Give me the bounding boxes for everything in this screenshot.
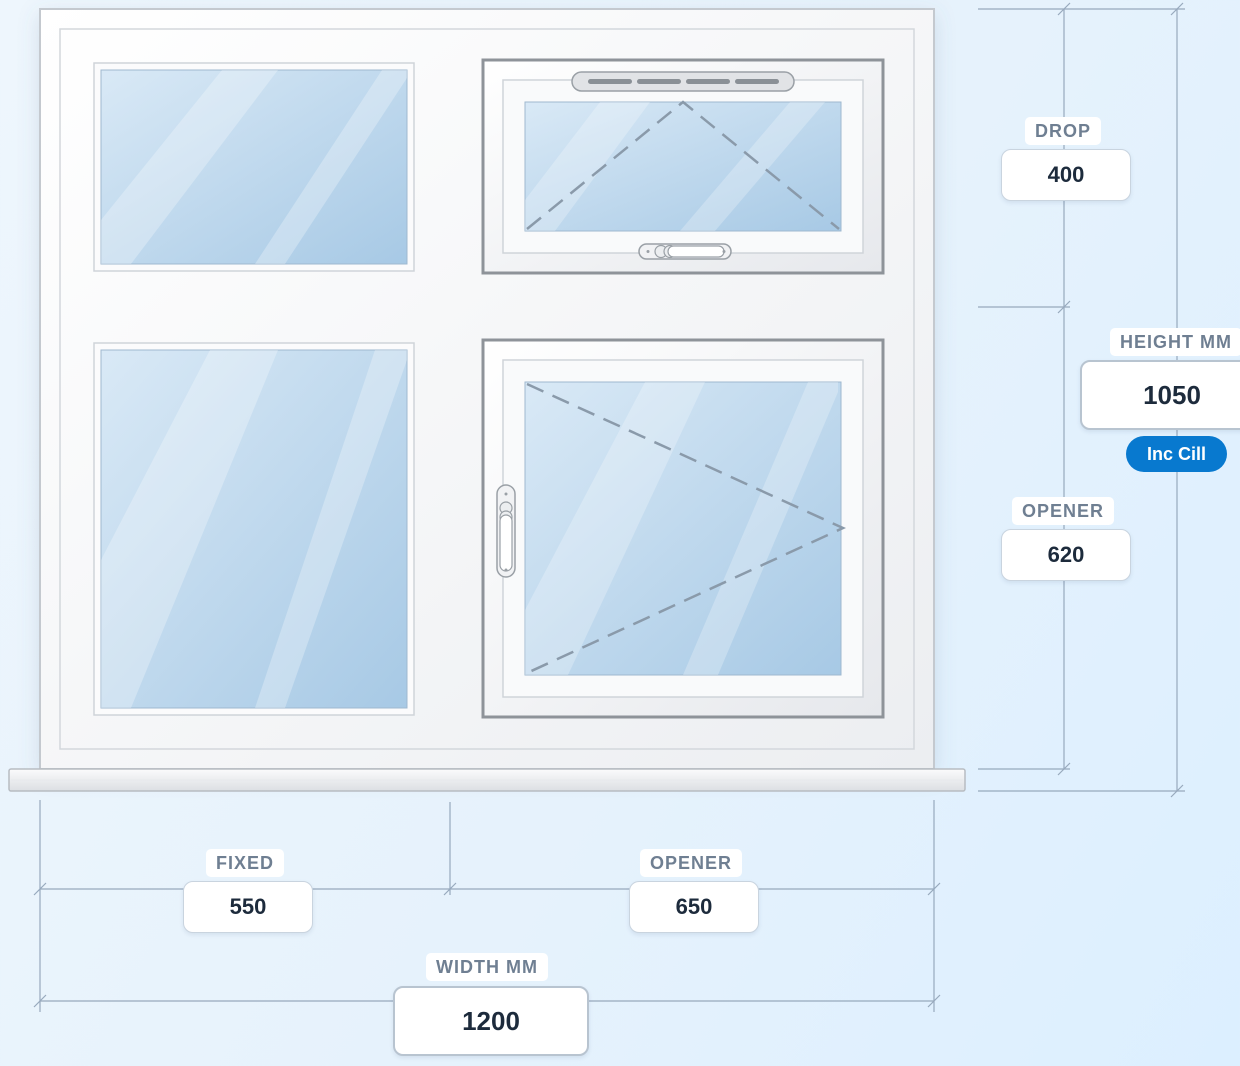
height-input[interactable]: [1080, 360, 1240, 430]
side-opener-handle: [496, 484, 516, 578]
inc-cill-badge[interactable]: Inc Cill: [1126, 436, 1227, 472]
bottom-section-label: OPENER: [1011, 497, 1115, 525]
window-cill: [8, 768, 966, 792]
bottom-opener-sash: [481, 338, 885, 719]
fixed-width-input[interactable]: [183, 881, 313, 933]
width-input[interactable]: [393, 986, 589, 1056]
drop-input[interactable]: [1001, 149, 1131, 201]
top-opener-handle: [638, 243, 732, 260]
opener-width-input[interactable]: [629, 881, 759, 933]
fixed-pane-bottom: [93, 342, 415, 716]
trickle-vent: [571, 71, 795, 92]
opener-width-label: OPENER: [639, 849, 743, 877]
bottom-section-input[interactable]: [1001, 529, 1131, 581]
drop-label: DROP: [1024, 117, 1102, 145]
top-opener-sash: [481, 58, 885, 275]
fixed-pane-top: [93, 62, 415, 272]
width-label: WIDTH MM: [426, 953, 548, 981]
fixed-width-label: FIXED: [205, 849, 285, 877]
height-label: HEIGHT MM: [1110, 328, 1240, 356]
